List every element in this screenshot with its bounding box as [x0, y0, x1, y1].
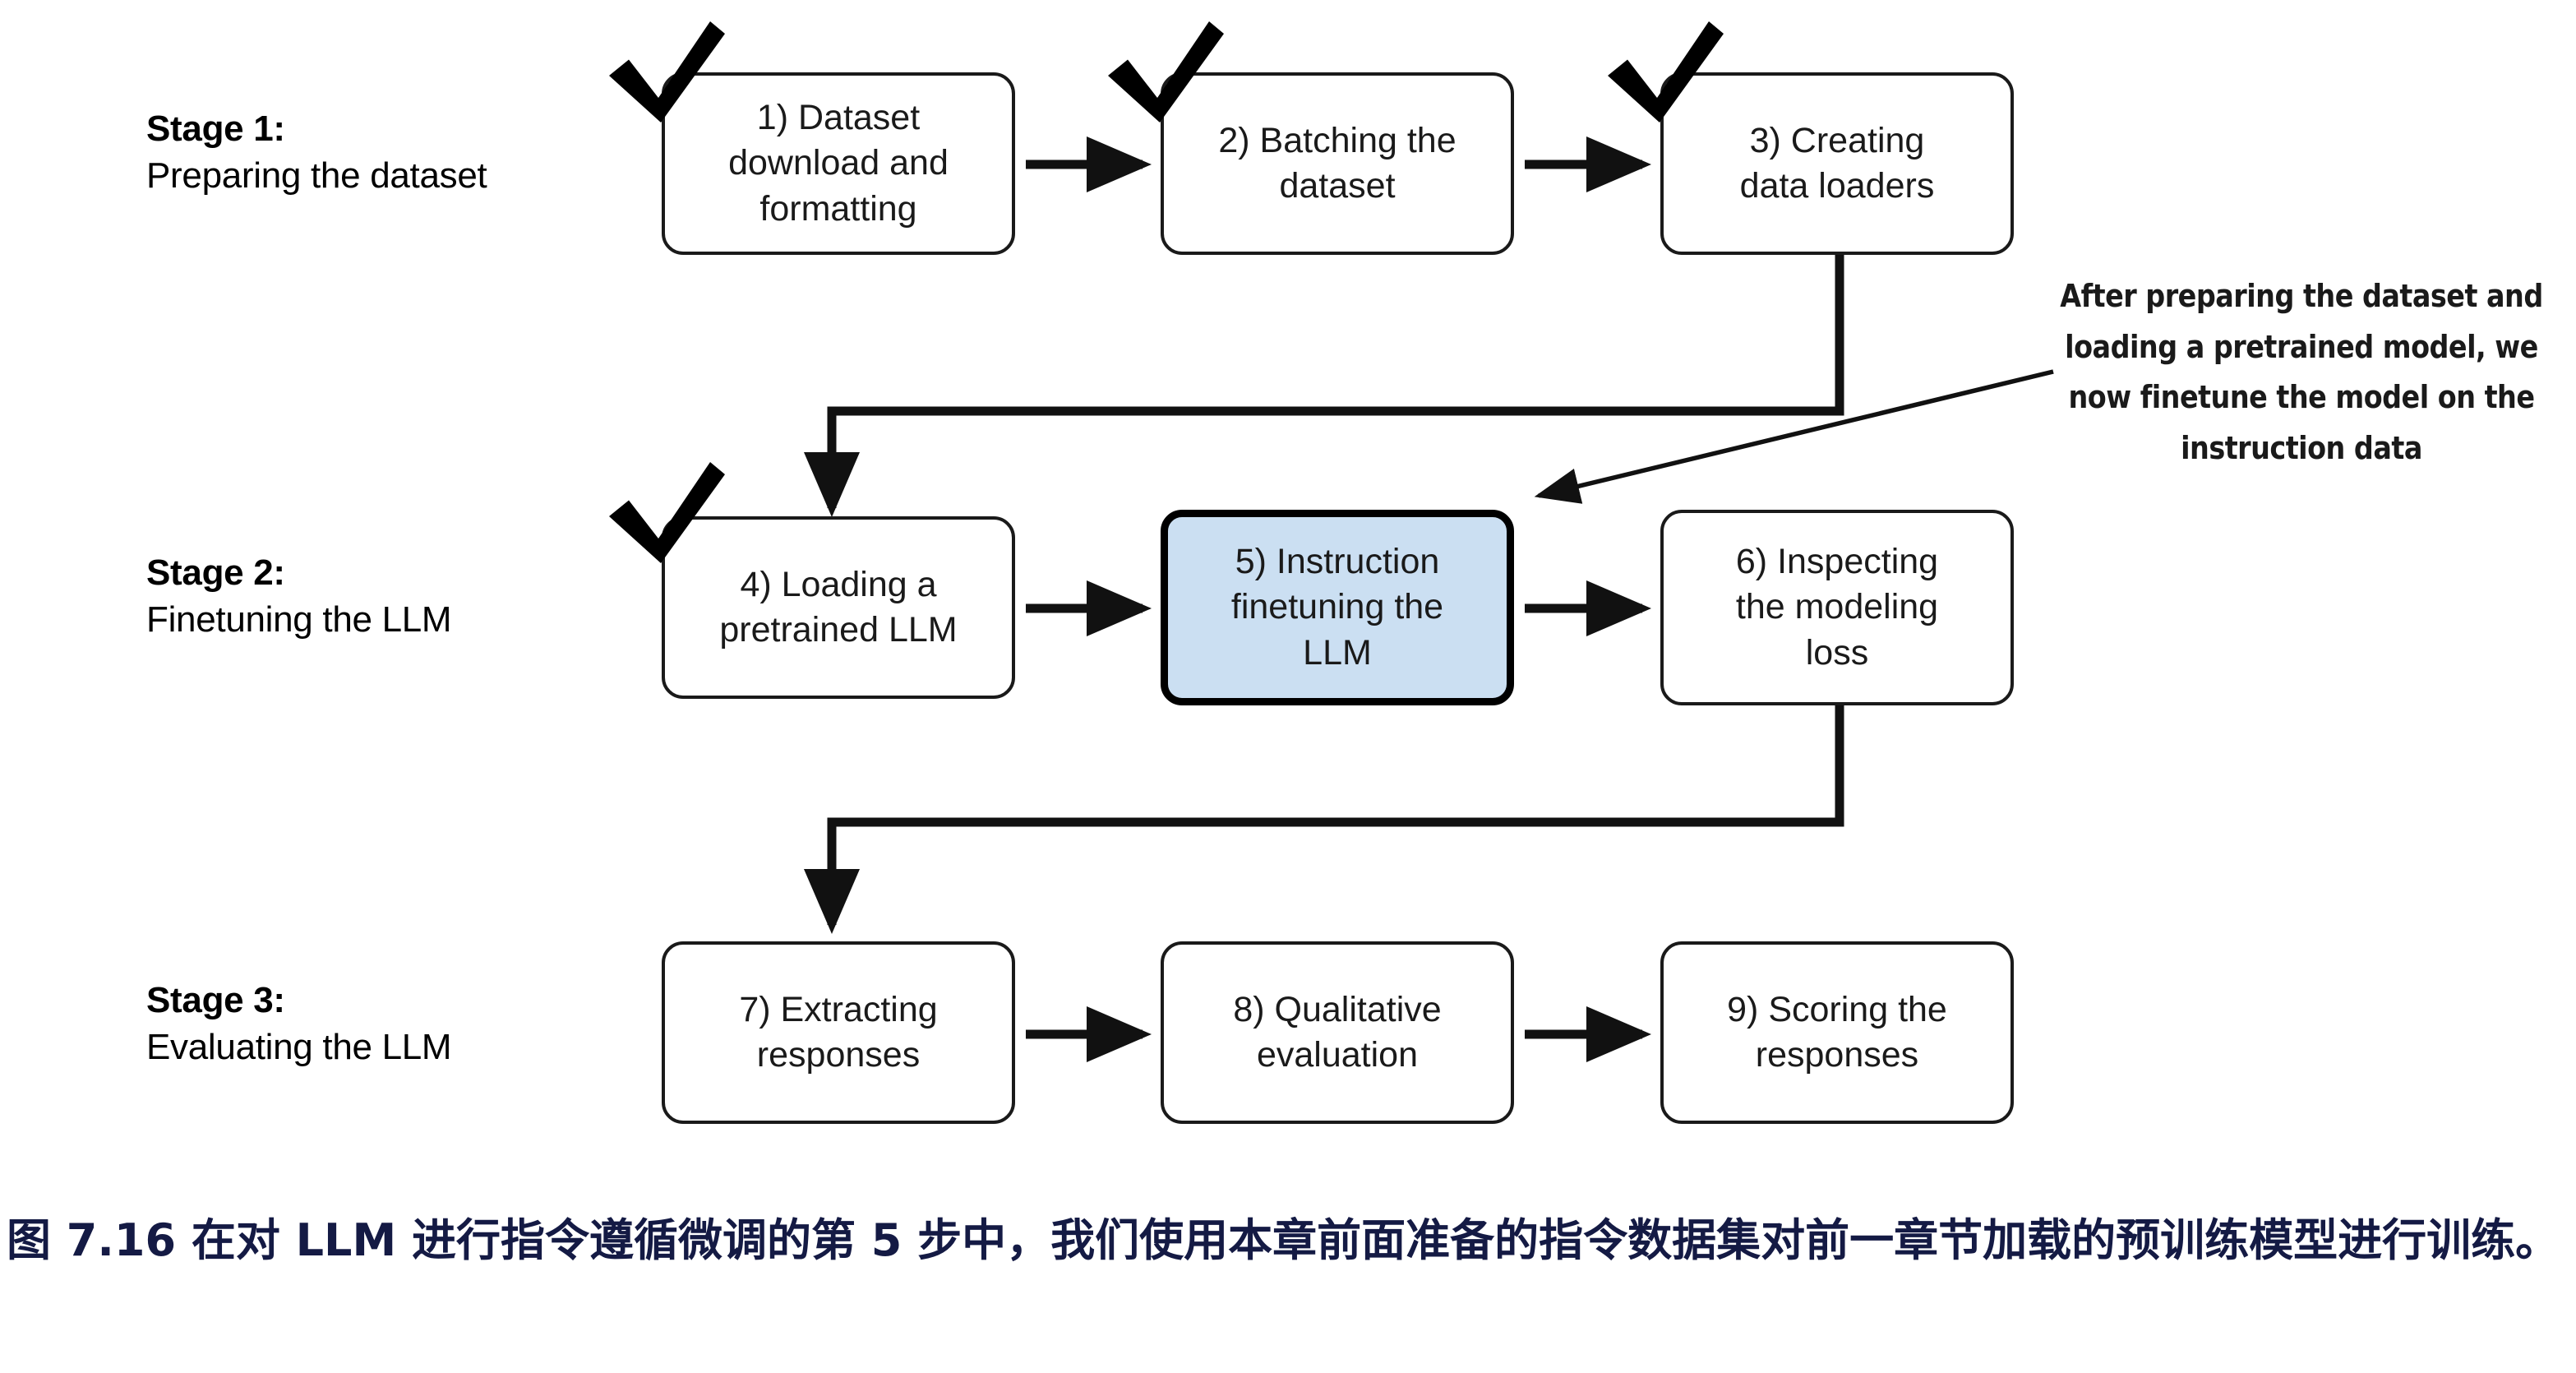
- flow-node-step-2[interactable]: 2) Batching the dataset: [1161, 72, 1514, 255]
- flow-node-step-5[interactable]: 5) Instruction finetuning the LLM: [1161, 510, 1514, 705]
- arrow-3-to-4: [803, 255, 1844, 518]
- stage-1-subtitle: Preparing the dataset: [146, 155, 487, 196]
- step-2-line-2: dataset: [1279, 166, 1396, 206]
- step-6-line-1: 6) Inspecting: [1735, 542, 1939, 582]
- flow-node-step-3[interactable]: 3) Creating data loaders: [1660, 72, 2014, 255]
- flow-node-step-1[interactable]: 1) Dataset download and formatting: [662, 72, 1015, 255]
- step-9-line-1: 9) Scoring the: [1727, 989, 1947, 1029]
- annotation-line-4: instruction data: [2181, 429, 2422, 466]
- arrow-6-to-7: [803, 697, 1844, 935]
- stage-3-title: Stage 3:: [146, 980, 285, 1020]
- annotation-note: After preparing the dataset and loading …: [2048, 271, 2555, 474]
- flow-node-step-9[interactable]: 9) Scoring the responses: [1660, 941, 2014, 1124]
- flow-node-step-7[interactable]: 7) Extracting responses: [662, 941, 1015, 1124]
- stage-3-subtitle: Evaluating the LLM: [146, 1027, 452, 1068]
- step-3-line-2: data loaders: [1739, 166, 1935, 206]
- step-9-line-2: responses: [1755, 1035, 1919, 1075]
- step-5-line-1: 5) Instruction: [1235, 542, 1440, 582]
- annotation-line-3: now finetune the model on the: [2068, 379, 2535, 416]
- step-7-line-2: responses: [756, 1035, 921, 1075]
- stage-1-title: Stage 1:: [146, 109, 285, 149]
- step-1-line-2: download and: [728, 143, 949, 183]
- flow-node-step-6[interactable]: 6) Inspecting the modeling loss: [1660, 510, 2014, 705]
- step-5-line-3: LLM: [1303, 632, 1372, 673]
- step-2-line-1: 2) Batching the: [1218, 120, 1457, 160]
- stage-2-subtitle: Finetuning the LLM: [146, 599, 452, 640]
- step-7-line-1: 7) Extracting: [739, 989, 938, 1029]
- stage-label-2: Stage 2: Finetuning the LLM: [146, 549, 452, 643]
- step-6-line-2: the modeling: [1735, 587, 1939, 627]
- annotation-line-1: After preparing the dataset and: [2060, 278, 2543, 314]
- annotation-line-2: loading a pretrained model, we: [2065, 328, 2538, 365]
- stage-2-title: Stage 2:: [146, 552, 285, 593]
- step-8-line-2: evaluation: [1256, 1035, 1419, 1075]
- step-4-line-1: 4) Loading a: [740, 564, 937, 604]
- step-6-line-3: loss: [1805, 632, 1869, 673]
- step-8-line-1: 8) Qualitative: [1233, 989, 1442, 1029]
- step-3-line-1: 3) Creating: [1749, 120, 1925, 160]
- stage-label-3: Stage 3: Evaluating the LLM: [146, 977, 452, 1070]
- step-5-line-2: finetuning the: [1230, 587, 1444, 627]
- stage-label-1: Stage 1: Preparing the dataset: [146, 105, 487, 199]
- step-1-line-3: formatting: [759, 188, 917, 229]
- annotation-pointer-arrow: [1534, 369, 2054, 504]
- figure-caption: 图 7.16 在对 LLM 进行指令遵循微调的第 5 步中，我们使用本章前面准备…: [7, 1214, 2560, 1266]
- flow-node-step-4[interactable]: 4) Loading a pretrained LLM: [662, 516, 1015, 699]
- step-4-line-2: pretrained LLM: [719, 610, 958, 650]
- flow-node-step-8[interactable]: 8) Qualitative evaluation: [1161, 941, 1514, 1124]
- step-1-line-1: 1) Dataset: [756, 98, 921, 138]
